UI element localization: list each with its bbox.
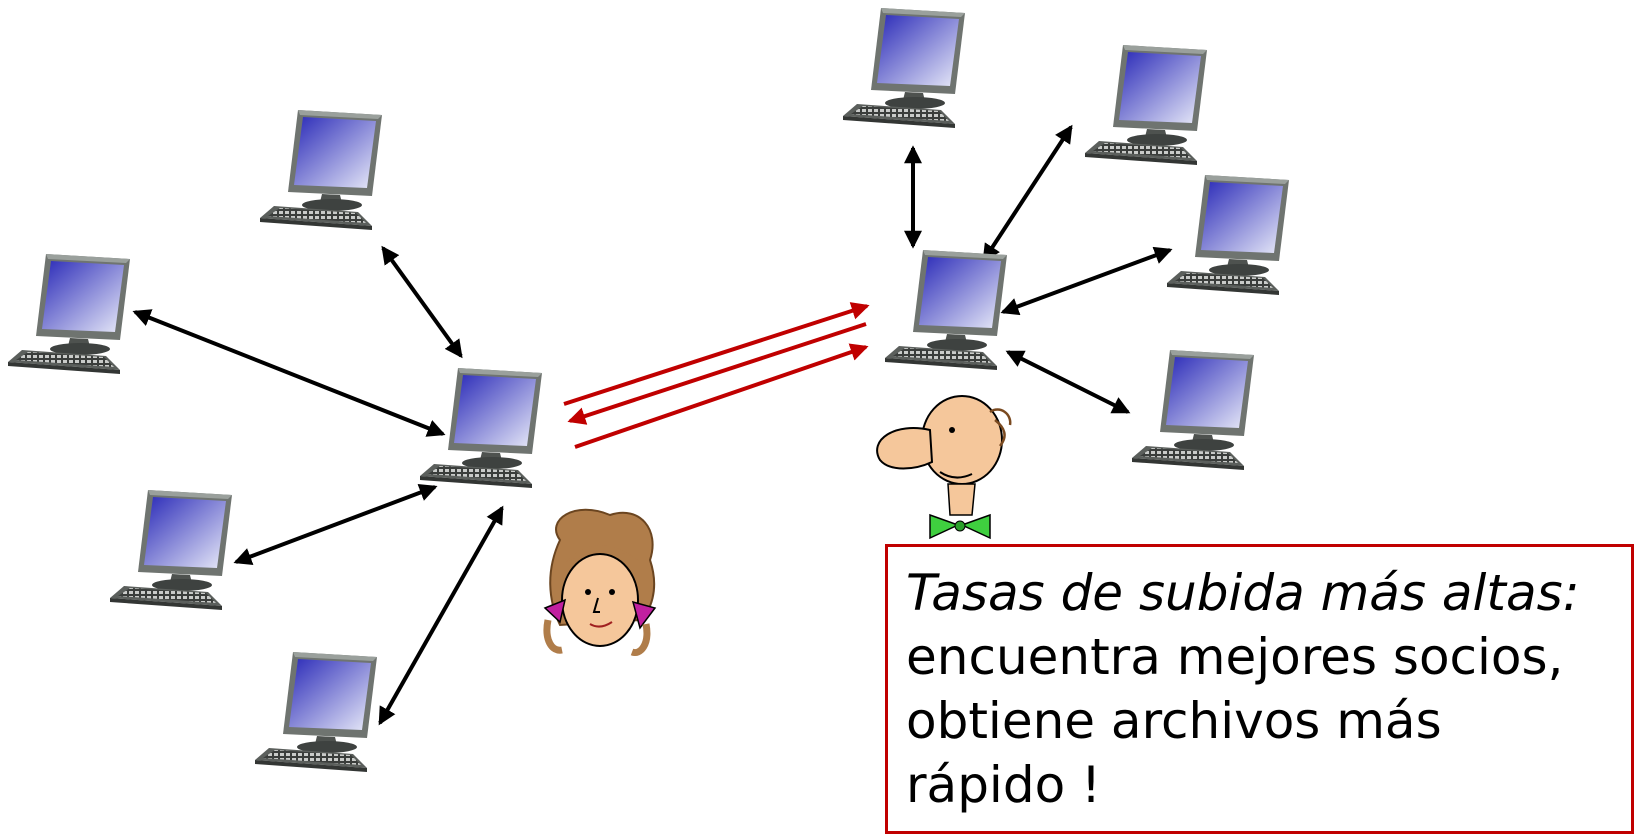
red-arrow-3 [574,343,869,449]
desktop-computer-icon [885,250,1007,370]
desktop-computer-icon [1167,175,1289,295]
link-alice-peer4 [378,505,504,726]
upload-rate-callout: Tasas de subida más altas: encuentra mej… [885,544,1634,834]
callout-emphasis: Tasas de subida más altas: [906,564,1580,622]
link-alice-peer3 [233,483,438,566]
alice-bob-links [563,302,870,449]
link-bob-peer2 [982,124,1073,263]
desktop-computer-icon [110,490,232,610]
desktop-computer-icon [420,368,542,488]
red-arrow-2 [567,322,867,425]
callout-text: encuentra mejores socios, obtiene archiv… [906,628,1564,814]
alice-cartoon-icon [543,508,657,656]
link-bob-peer4 [1005,350,1131,414]
link-bob-peer3 [1000,246,1173,316]
bob-cartoon-icon [876,395,1012,540]
link-alice-peer1 [381,245,463,359]
right-peer-links [904,124,1173,414]
desktop-computer-icon [1085,45,1207,165]
p2p-network-diagram [8,8,1289,772]
left-peer-links [132,245,504,726]
desktop-computer-icon [843,8,965,128]
red-arrow-1 [563,302,870,406]
desktop-computer-icon [255,652,377,772]
desktop-computer-icon [260,110,382,230]
desktop-computer-icon [1132,350,1254,470]
link-alice-peer2 [132,309,446,437]
desktop-computer-icon [8,254,130,374]
